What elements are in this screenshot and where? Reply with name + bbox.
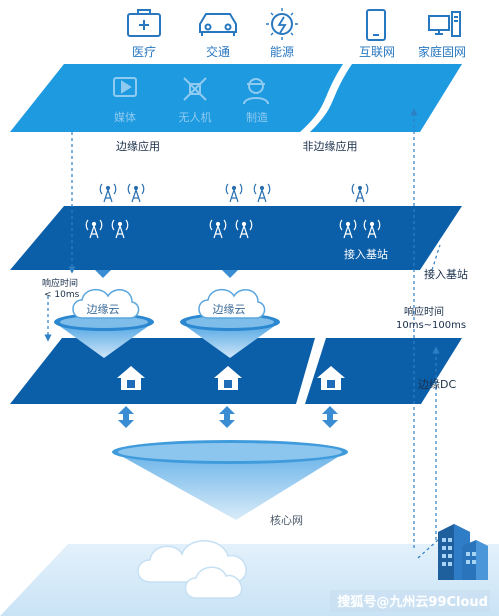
dc-house-icon-2 (214, 366, 242, 390)
label-edge-dc: 边缘DC (418, 378, 456, 391)
label-edge-application: 边缘应用 (116, 139, 160, 153)
energy-icon (266, 8, 298, 40)
label-internet: 互联网 (359, 45, 395, 59)
edge-application-layer (10, 64, 462, 132)
label-traffic: 交通 (206, 44, 230, 59)
cloud-icon (137, 540, 247, 599)
edge-dc-layer (10, 338, 462, 404)
edge-cloud-left (72, 288, 140, 319)
video-icon (113, 77, 137, 97)
label-media: 媒体 (114, 110, 136, 124)
dc-core-arrow-right (322, 406, 338, 428)
watermark-background (330, 590, 490, 612)
label-core-network: 核心网 (270, 513, 303, 527)
car-icon (199, 13, 237, 36)
dc-house-icon-3 (317, 366, 345, 390)
label-latency-left-value: < 10ms (44, 290, 80, 300)
engineer-icon (243, 78, 269, 105)
tower-icon-group-top-1 (99, 183, 145, 203)
access-station-layer (10, 206, 462, 270)
medical-kit-icon (127, 9, 161, 37)
core-network-cone (112, 440, 348, 520)
label-energy: 能源 (270, 45, 294, 59)
tower-icon-group-top-2 (225, 183, 271, 203)
label-manufacturing: 制造 (246, 110, 268, 124)
watermark: 搜狐号@九州云99Cloud (337, 594, 488, 610)
tower-icon-group-1 (85, 219, 129, 239)
label-home-network: 家庭固网 (418, 44, 466, 59)
label-drone: 无人机 (179, 110, 212, 124)
top-icons-row: 医疗 交通 能源 互联网 家庭固网 (127, 8, 466, 59)
label-edge-cloud-right: 边缘云 (213, 303, 246, 316)
tower-icon-group-3 (339, 219, 381, 239)
label-medical: 医疗 (132, 45, 156, 59)
dc-core-arrow-left (118, 406, 134, 428)
buildings-icon (438, 524, 488, 580)
edge-cloud-right (198, 288, 266, 319)
label-latency-right-value: 10ms~100ms (396, 320, 466, 331)
smartphone-icon (366, 9, 386, 41)
dc-house-icon-1 (117, 366, 145, 390)
label-non-edge-application: 非边缘应用 (303, 139, 358, 153)
label-latency-right: 响应时间 (404, 305, 444, 318)
label-latency-left: 响应时间 (42, 277, 78, 289)
home-computer-icon (428, 11, 461, 37)
dotted-connectors (44, 108, 441, 559)
tower-icon-group-2 (209, 219, 253, 239)
label-access-station-layer: 接入基站 (344, 247, 388, 261)
label-side-access-station: 接入基站 (424, 267, 468, 281)
dc-core-arrow-middle (219, 406, 235, 428)
drone-satellite-icon (183, 77, 207, 101)
label-edge-cloud-left: 边缘云 (87, 303, 120, 316)
tower-icon-group-top-3 (351, 183, 369, 203)
